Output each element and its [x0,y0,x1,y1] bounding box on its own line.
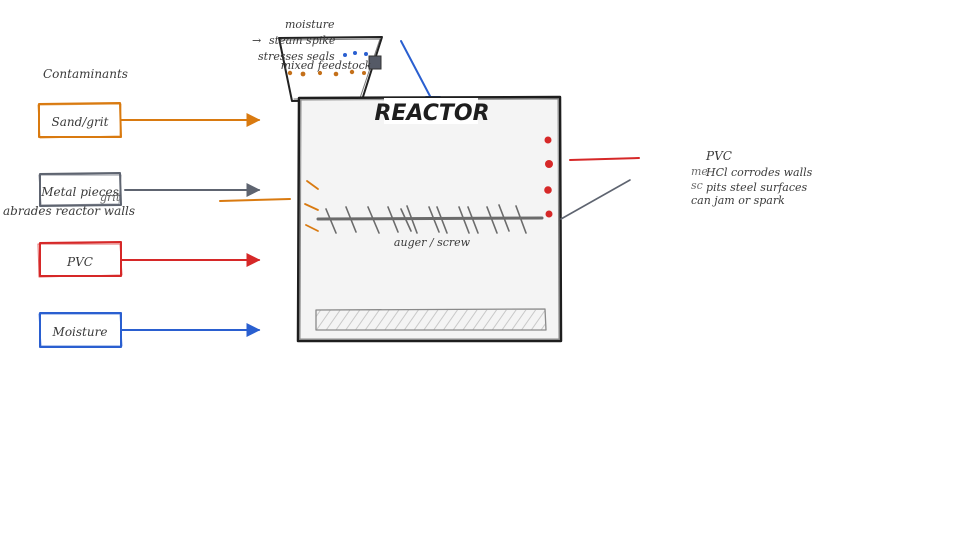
feedstock-particles [287,69,366,77]
reactor-title: REACTOR [374,101,489,126]
moisture-note-seals: stresses seals [258,50,335,63]
moisture-leader-line [400,40,441,99]
pvc-leader-line [569,157,640,161]
right-note-jam: can jam or spark [691,194,785,207]
right-underlap-me: me [691,165,708,178]
metal-pieces-box: Metal pieces grit [38,172,122,207]
auger-screw: auger / screw [316,204,544,249]
sand-impact-marks [304,180,319,232]
sand-grit-box: Sand/grit [37,102,122,139]
moisture-note-steam: steam spike [269,34,336,47]
pvc-box: PVC [37,241,123,278]
pvc-label: PVC [66,255,93,269]
metal-pieces-label: Metal pieces [40,185,119,199]
char-tray [315,308,547,331]
contaminants-header: Contaminants [43,67,128,81]
sand-note-line [219,198,291,202]
moisture-label: Moisture [52,325,108,339]
metal-leader-line [560,179,631,220]
hopper-valve [368,55,382,70]
corrosion-pits [544,136,553,218]
right-pvc-label: PVC [705,149,732,163]
moisture-arrow-glyph: → [252,34,261,47]
right-note-hcl: HCl corrodes walls [705,166,813,179]
auger-label: auger / screw [394,236,471,249]
moisture-box: Moisture [38,312,123,348]
metal-overlap-fragment: grit [100,191,121,204]
sand-abrasion-note: abrades reactor walls [3,204,135,218]
moisture-droplets [343,51,368,57]
right-note-pits: pits steel surfaces [706,181,808,194]
reactor-title-bg [384,98,478,124]
moisture-note-title: moisture [285,18,335,31]
hopper-label: mixed feedstock [281,59,372,72]
right-underlap-sc: sc [691,179,703,192]
sand-grit-label: Sand/grit [52,115,109,129]
